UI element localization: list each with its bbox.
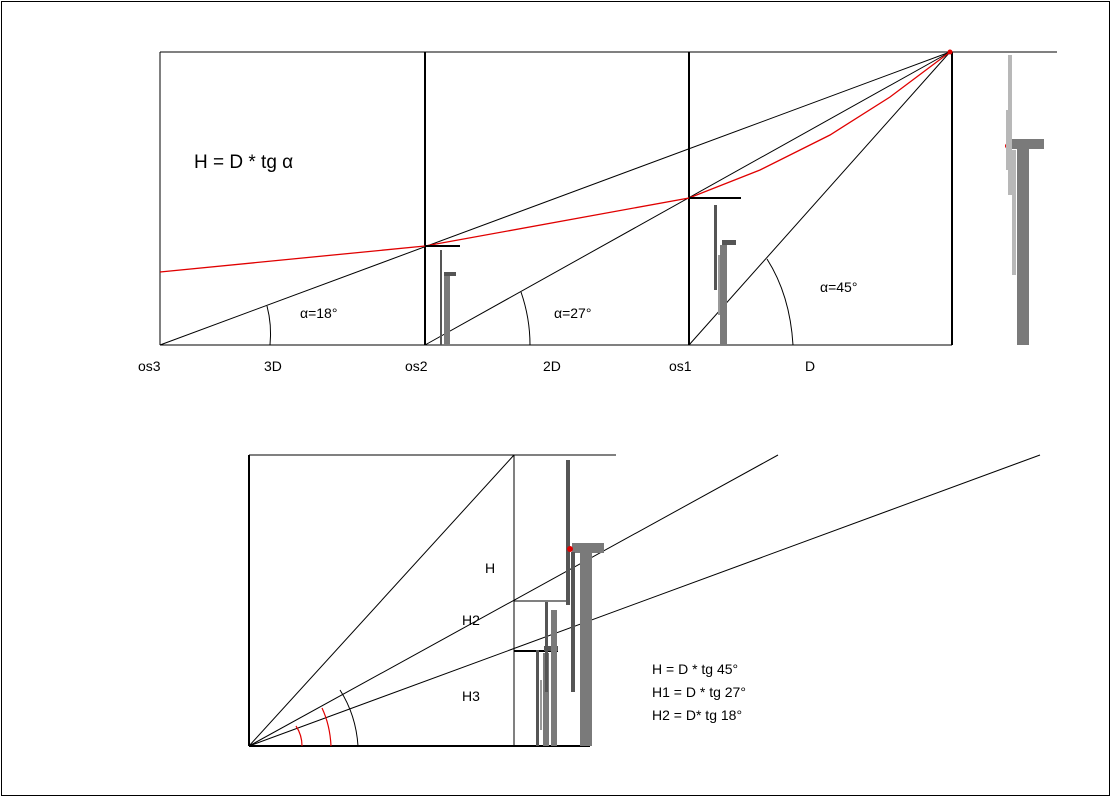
- height-label-h: H: [485, 560, 495, 576]
- sight-line-45: [688, 51, 951, 346]
- formula-h2: H2 = D* tg 18°: [652, 707, 742, 723]
- axis-label-os1: os1: [669, 358, 692, 374]
- angle-label-18: α=18°: [300, 305, 337, 321]
- formula-h1: H1 = D * tg 27°: [652, 684, 746, 700]
- turbine-icon-large: [1006, 55, 1044, 345]
- top-diagram: H = D * tg α α=18° α=27° α=45° os3 3D os…: [138, 49, 1057, 374]
- sight-line-18: [159, 51, 951, 346]
- bottom-arc-red-1: [295, 725, 303, 747]
- bottom-diagram: H H2 H3 H = D * tg 45° H1 = D * tg 27° H…: [248, 454, 1041, 747]
- angle-arc-45: [766, 258, 794, 346]
- axis-label-2d: 2D: [543, 358, 561, 374]
- turbine-icon-os2: [440, 250, 456, 345]
- top-red-dot-peak: [947, 49, 953, 55]
- axis-label-3d: 3D: [264, 358, 282, 374]
- formula-main: H = D * tg α: [194, 152, 293, 173]
- bottom-sight-line-45: [248, 454, 515, 747]
- bottom-red-dot: [567, 546, 573, 552]
- axis-label-os2: os2: [405, 358, 428, 374]
- turbine-icon-os1: [714, 205, 736, 345]
- bottom-sight-line-27: [248, 454, 779, 747]
- bottom-arc-red-2: [321, 707, 332, 747]
- height-label-h2: H2: [462, 612, 480, 628]
- angle-label-27: α=27°: [554, 305, 591, 321]
- angle-arc-18: [266, 305, 272, 346]
- angle-arc-27: [520, 291, 531, 346]
- height-label-h3: H3: [462, 688, 480, 704]
- bottom-sight-line-18: [248, 454, 1041, 747]
- axis-label-d: D: [805, 358, 815, 374]
- turbine-icon-large-bottom: [566, 460, 604, 746]
- angle-label-45: α=45°: [820, 279, 857, 295]
- turbine-icon-medium-bottom: [545, 602, 557, 746]
- bottom-arc-outer: [339, 689, 359, 747]
- formula-h: H = D * tg 45°: [652, 661, 738, 677]
- axis-label-os3: os3: [138, 358, 161, 374]
